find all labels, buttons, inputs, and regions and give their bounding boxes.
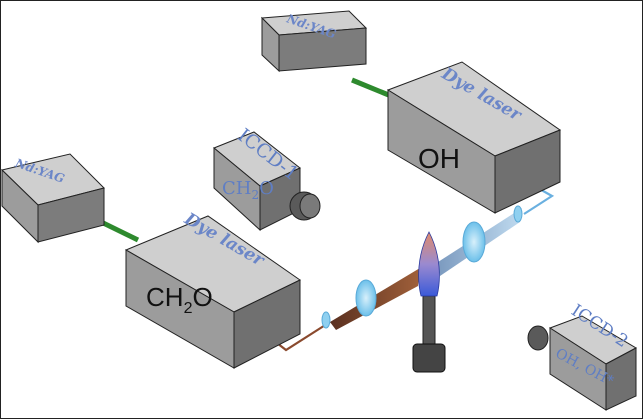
dye-laser-ch2o-box: Dye laser CH2O — [124, 209, 301, 369]
iccd-2-camera: ICCD-2 OH, OH* — [527, 301, 638, 411]
nd-yag-left-box: Nd:YAG — [0, 153, 105, 244]
oh-label: OH — [418, 143, 460, 174]
burner-tube — [422, 295, 436, 347]
iccd-1-species-label: CH2O — [222, 178, 274, 202]
iccd-2-lens-icon — [527, 325, 549, 351]
ch2o-label: CH2O — [146, 282, 213, 317]
nd-yag-top-box: Nd:YAG — [260, 10, 368, 73]
lens-small-left — [321, 311, 331, 329]
iccd-1-camera: ICCD-1 CH2O — [213, 124, 321, 232]
lens-large-right — [462, 221, 486, 263]
dye-laser-oh-box: Dye laser OH — [386, 61, 562, 214]
lens-small-right — [513, 205, 523, 223]
lens-large-left — [355, 279, 377, 317]
flame-icon — [418, 231, 440, 297]
burner-base — [412, 343, 446, 373]
